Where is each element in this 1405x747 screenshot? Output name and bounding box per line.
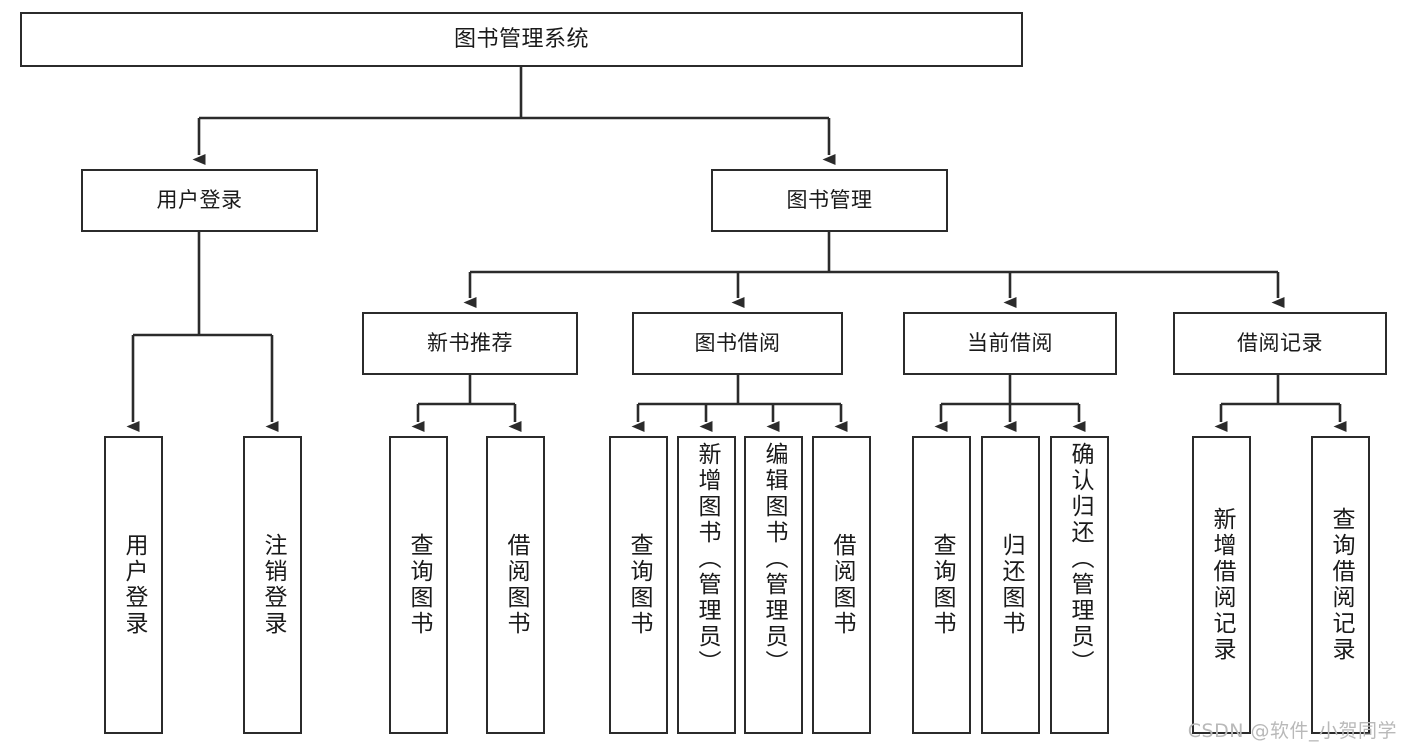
node-label: 当前借阅	[967, 331, 1053, 356]
leaf-query-book-current[interactable]: 查询图书	[912, 436, 971, 734]
node-label: 用户登录	[121, 533, 147, 637]
leaf-query-book-new-rec[interactable]: 查询图书	[389, 436, 448, 734]
node-label: 用户登录	[156, 188, 243, 213]
node-borrow-record[interactable]: 借阅记录	[1173, 312, 1387, 375]
connector-current-borrow-to-leaves	[934, 375, 1086, 432]
node-user-login[interactable]: 用户登录	[81, 169, 318, 232]
node-label: 图书管理系统	[453, 26, 589, 52]
leaf-add-borrow-record[interactable]: 新增借阅记录	[1192, 436, 1251, 734]
node-label: 图书管理	[786, 188, 873, 213]
node-label: 借阅图书	[829, 533, 855, 637]
node-label: 确认归还（管理员）	[1067, 442, 1093, 676]
leaf-logout-login[interactable]: 注销登录	[243, 436, 302, 734]
leaf-user-login[interactable]: 用户登录	[104, 436, 163, 734]
node-new-book-recommendation[interactable]: 新书推荐	[362, 312, 578, 375]
node-label: 图书借阅	[694, 331, 781, 356]
leaf-edit-book-admin[interactable]: 编辑图书（管理员）	[744, 436, 803, 734]
node-book-borrow[interactable]: 图书借阅	[632, 312, 843, 375]
leaf-return-book[interactable]: 归还图书	[981, 436, 1040, 734]
node-label: 新书推荐	[427, 331, 513, 356]
leaf-borrow-book[interactable]: 借阅图书	[812, 436, 871, 734]
node-label: 借阅图书	[503, 533, 529, 637]
node-label: 查询图书	[406, 533, 432, 637]
leaf-borrow-book-new-rec[interactable]: 借阅图书	[486, 436, 545, 734]
node-label: 编辑图书（管理员）	[761, 442, 787, 676]
csdn-watermark: CSDN @软件_小贺同学	[1187, 720, 1397, 742]
node-current-borrow[interactable]: 当前借阅	[903, 312, 1117, 375]
node-book-management[interactable]: 图书管理	[711, 169, 948, 232]
node-label: 注销登录	[260, 533, 286, 637]
node-label: 查询借阅记录	[1328, 507, 1354, 663]
node-label: 查询图书	[929, 533, 955, 637]
connector-root-to-level1	[192, 66, 836, 165]
connector-book-borrow-to-leaves	[631, 375, 848, 432]
node-label: 归还图书	[998, 533, 1024, 637]
connector-book-mgmt-to-level2	[463, 232, 1285, 308]
node-label: 新增借阅记录	[1209, 507, 1235, 663]
leaf-query-borrow-record[interactable]: 查询借阅记录	[1311, 436, 1370, 734]
leaf-add-book-admin[interactable]: 新增图书（管理员）	[677, 436, 736, 734]
node-label: 新增图书（管理员）	[694, 442, 720, 676]
leaf-query-book-borrow[interactable]: 查询图书	[609, 436, 668, 734]
leaf-confirm-return-admin[interactable]: 确认归还（管理员）	[1050, 436, 1109, 734]
connector-borrow-record-to-leaves	[1214, 375, 1347, 432]
connector-new-book-rec-to-leaves	[411, 375, 522, 432]
node-label: 借阅记录	[1237, 331, 1323, 356]
node-label: 查询图书	[626, 533, 652, 637]
node-root-system[interactable]: 图书管理系统	[20, 12, 1023, 67]
connector-user-login-to-leaves	[126, 232, 279, 432]
